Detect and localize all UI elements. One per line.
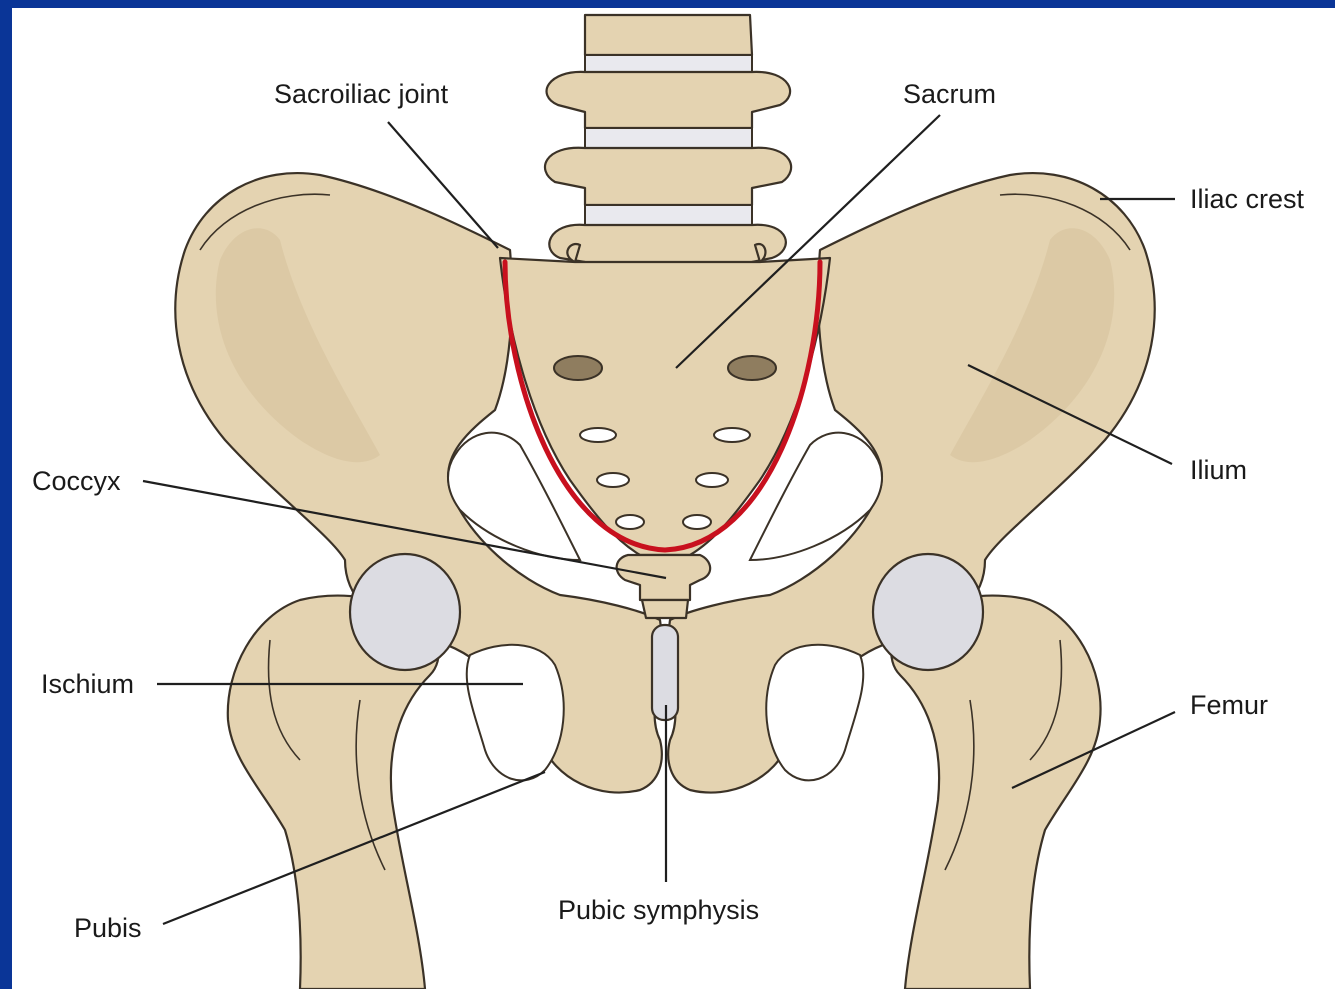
right-hip-joint	[873, 554, 983, 670]
frame-left	[0, 0, 12, 989]
label-ilium: Ilium	[1190, 457, 1247, 484]
sacral-foramen	[580, 428, 616, 442]
left-hip-joint	[350, 554, 460, 670]
label-sacroiliac-joint: Sacroiliac joint	[274, 81, 448, 108]
frame-top	[0, 0, 1335, 8]
sacral-foramen	[683, 515, 711, 529]
label-coccyx: Coccyx	[32, 468, 121, 495]
sacral-foramen	[696, 473, 728, 487]
sacral-foramen	[714, 428, 750, 442]
label-sacrum: Sacrum	[903, 81, 996, 108]
label-pubis: Pubis	[74, 915, 142, 942]
label-ischium: Ischium	[41, 671, 134, 698]
sacral-foramen	[597, 473, 629, 487]
lumbar-spine	[545, 15, 791, 290]
sacral-foramen	[616, 515, 644, 529]
label-pubic-symphysis: Pubic symphysis	[558, 897, 759, 924]
label-femur: Femur	[1190, 692, 1268, 719]
label-iliac-crest: Iliac crest	[1190, 186, 1304, 213]
sacral-foramen	[728, 356, 776, 380]
sacral-foramen	[554, 356, 602, 380]
